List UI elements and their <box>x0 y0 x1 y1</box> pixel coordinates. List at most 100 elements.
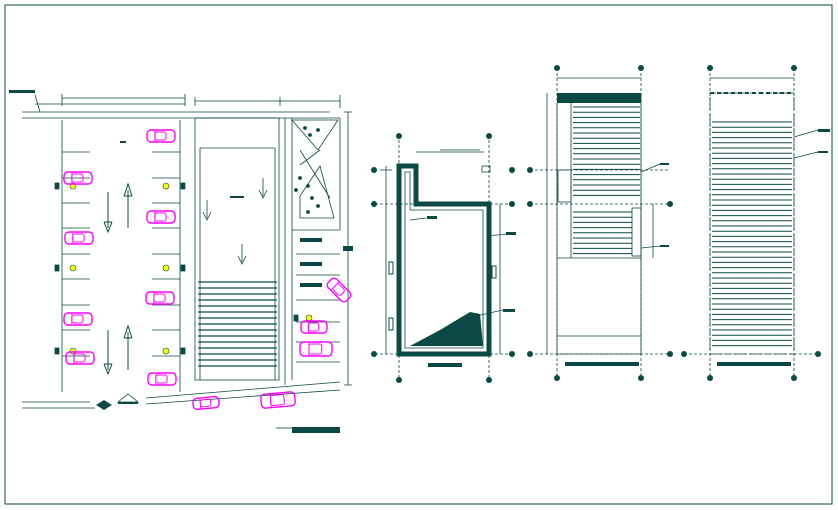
grid-bubble-dot <box>527 167 533 173</box>
car-body <box>260 391 296 409</box>
car-icon <box>260 391 296 409</box>
grid-bubble-dot <box>371 167 377 173</box>
car-icon <box>146 129 176 143</box>
grid-bubble-dot <box>486 133 492 139</box>
car-body <box>63 171 93 185</box>
direction-arrow-icon <box>123 324 133 370</box>
grid-tag <box>491 265 497 279</box>
planter-dot <box>316 204 320 208</box>
column-grid-marker <box>162 182 170 190</box>
column-grid-marker <box>69 264 77 272</box>
car-body <box>147 372 177 386</box>
car-icon <box>146 210 176 224</box>
planter-dot <box>306 184 310 188</box>
car-roof <box>154 212 167 222</box>
car-icon <box>147 372 177 386</box>
planter-dot <box>306 210 310 214</box>
column-grid-marker <box>69 347 77 355</box>
grid-bubble-dot <box>486 377 492 383</box>
car-icon <box>326 277 352 303</box>
car-roof <box>155 374 168 384</box>
site-parking-plan <box>9 90 353 433</box>
column-grid-marker <box>305 314 313 322</box>
car-icon <box>63 312 93 326</box>
planter-triangle <box>291 119 339 151</box>
side-elevation <box>684 68 830 378</box>
direction-arrow-icon <box>123 182 133 228</box>
column-grid-marker <box>162 264 170 272</box>
car-body <box>145 291 175 305</box>
car-icon <box>64 231 94 245</box>
planter-dot <box>294 188 298 192</box>
column-grid-marker <box>180 264 186 272</box>
wall-outline <box>396 163 492 357</box>
grid-bubble-dot <box>815 351 821 357</box>
car-roof <box>307 322 320 332</box>
hatched-area <box>410 312 483 346</box>
car-body <box>65 351 95 365</box>
car-windshield <box>269 393 272 408</box>
grid-bubble <box>371 133 515 383</box>
car-roof <box>308 343 323 355</box>
grid-bubble-dot <box>681 351 687 357</box>
grid-bubble-dot <box>509 351 515 357</box>
column-grid-marker <box>54 182 60 190</box>
grid-bubble-dot <box>371 351 377 357</box>
car-roof <box>269 394 285 406</box>
column-grid-marker <box>180 182 186 190</box>
grid-tag <box>388 317 394 331</box>
direction-arrow-icon <box>103 330 113 376</box>
car-icon <box>192 396 220 410</box>
planter-dot <box>316 128 320 132</box>
louvre-facade <box>557 93 641 103</box>
grid-bubble-dot <box>371 201 377 207</box>
car-body <box>146 129 176 143</box>
grid-bubble-dot <box>527 201 533 207</box>
grid-tag <box>388 261 394 275</box>
north-arrow-bar <box>9 90 35 93</box>
car-roof <box>153 293 166 303</box>
column-grid-marker <box>180 347 186 355</box>
planter-dot <box>303 126 307 130</box>
grid-bubble-dot <box>667 351 673 357</box>
planter-dot <box>310 196 314 200</box>
car-body <box>192 396 220 410</box>
grid-bubble-dot <box>509 201 515 207</box>
car-windshield <box>199 397 202 410</box>
car-icon <box>63 171 93 185</box>
car-body <box>300 320 328 334</box>
grid-bubble-dot <box>707 375 713 381</box>
grid-bubble-dot <box>638 65 644 71</box>
car-body <box>326 277 352 303</box>
column-grid-marker <box>293 314 299 322</box>
grid-bubble <box>527 65 673 381</box>
car-icon <box>300 320 328 334</box>
grid-bubble-dot <box>791 375 797 381</box>
car-windshield <box>330 281 340 291</box>
planter-dot <box>308 133 312 137</box>
grid-bubble-dot <box>791 65 797 71</box>
car-body <box>64 231 94 245</box>
grid-bubble <box>681 65 821 381</box>
dimension-tag <box>343 246 353 251</box>
planter-triangle <box>299 165 335 219</box>
sheet-border <box>4 4 833 505</box>
column-grid-marker <box>54 264 60 272</box>
grid-bubble-dot <box>396 133 402 139</box>
direction-arrow-icon <box>103 192 113 234</box>
car-body <box>146 210 176 224</box>
front-elevation <box>530 68 670 378</box>
grid-bubble-dot <box>667 201 673 207</box>
grid-bubble-dot <box>554 375 560 381</box>
planter-dot <box>298 176 302 180</box>
louvre-frame <box>631 207 642 257</box>
car-roof <box>71 314 84 324</box>
column-grid-marker <box>162 347 170 355</box>
ground-floor-plan <box>375 140 516 378</box>
title-bar <box>292 427 340 433</box>
car-roof <box>73 353 86 363</box>
car-icon <box>299 341 333 357</box>
car-icon <box>145 291 175 305</box>
grid-bubble-dot <box>707 65 713 71</box>
